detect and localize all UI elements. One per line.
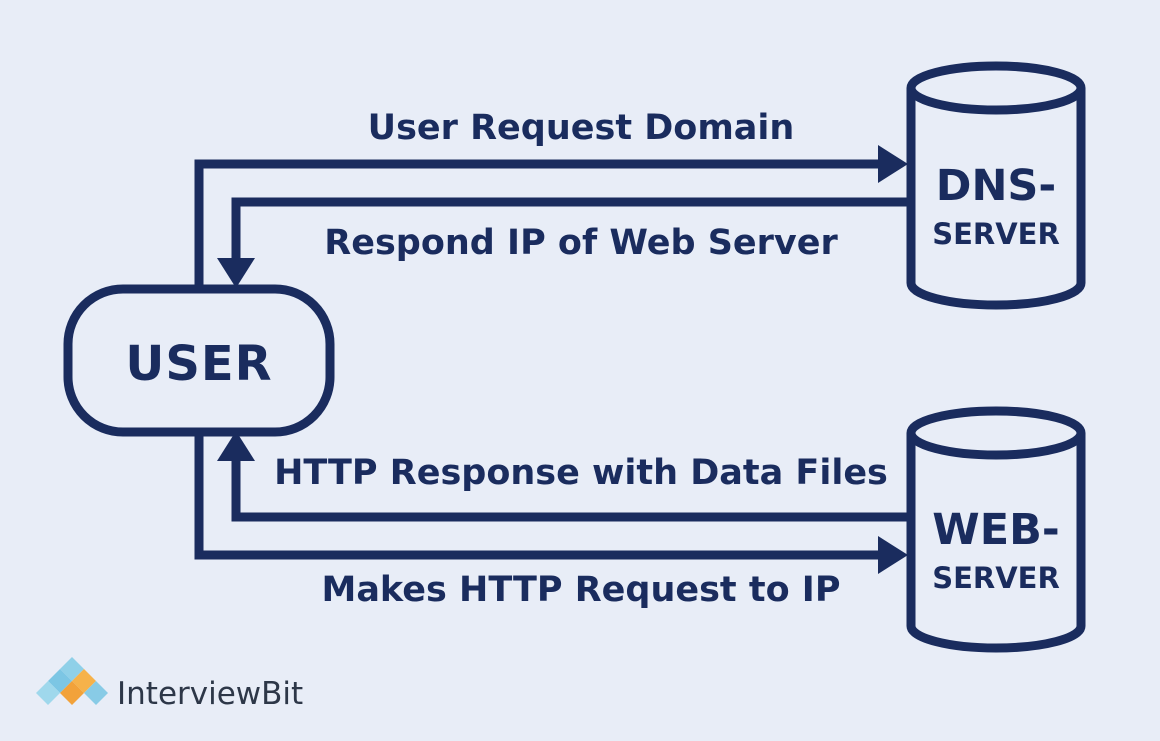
web-server-label-line1: WEB- [932, 505, 1059, 555]
edge-label-http-response: HTTP Response with Data Files [274, 453, 888, 493]
dns-server-label-line2: SERVER [932, 217, 1060, 251]
interviewbit-logo-text: InterviewBit [117, 676, 303, 712]
edge-respond-ip [217, 197, 909, 288]
arrow-head-icon [878, 145, 908, 183]
database-cylinder-icon [906, 433, 1086, 653]
interviewbit-diamond-logo-icon [36, 657, 108, 705]
edge-user-request-domain [194, 145, 908, 290]
dns-server-label-line1: DNS- [936, 161, 1057, 211]
edge-label-http-request: Makes HTTP Request to IP [321, 570, 840, 610]
user-node: USER [63, 284, 335, 437]
arrow-head-icon [217, 258, 255, 288]
web-server-node: WEB- SERVER [906, 406, 1086, 653]
arrow-head-icon [878, 536, 908, 574]
dns-server-node: DNS- SERVER [906, 61, 1086, 310]
user-node-label: USER [125, 336, 272, 392]
database-cylinder-icon [906, 88, 1086, 310]
edge-label-respond-ip: Respond IP of Web Server [324, 223, 838, 263]
arrow-head-icon [217, 431, 255, 461]
edge-label-user-request-domain: User Request Domain [368, 108, 795, 148]
edge-http-response [217, 431, 909, 522]
edge-http-request [194, 431, 908, 574]
web-server-label-line2: SERVER [932, 561, 1060, 595]
